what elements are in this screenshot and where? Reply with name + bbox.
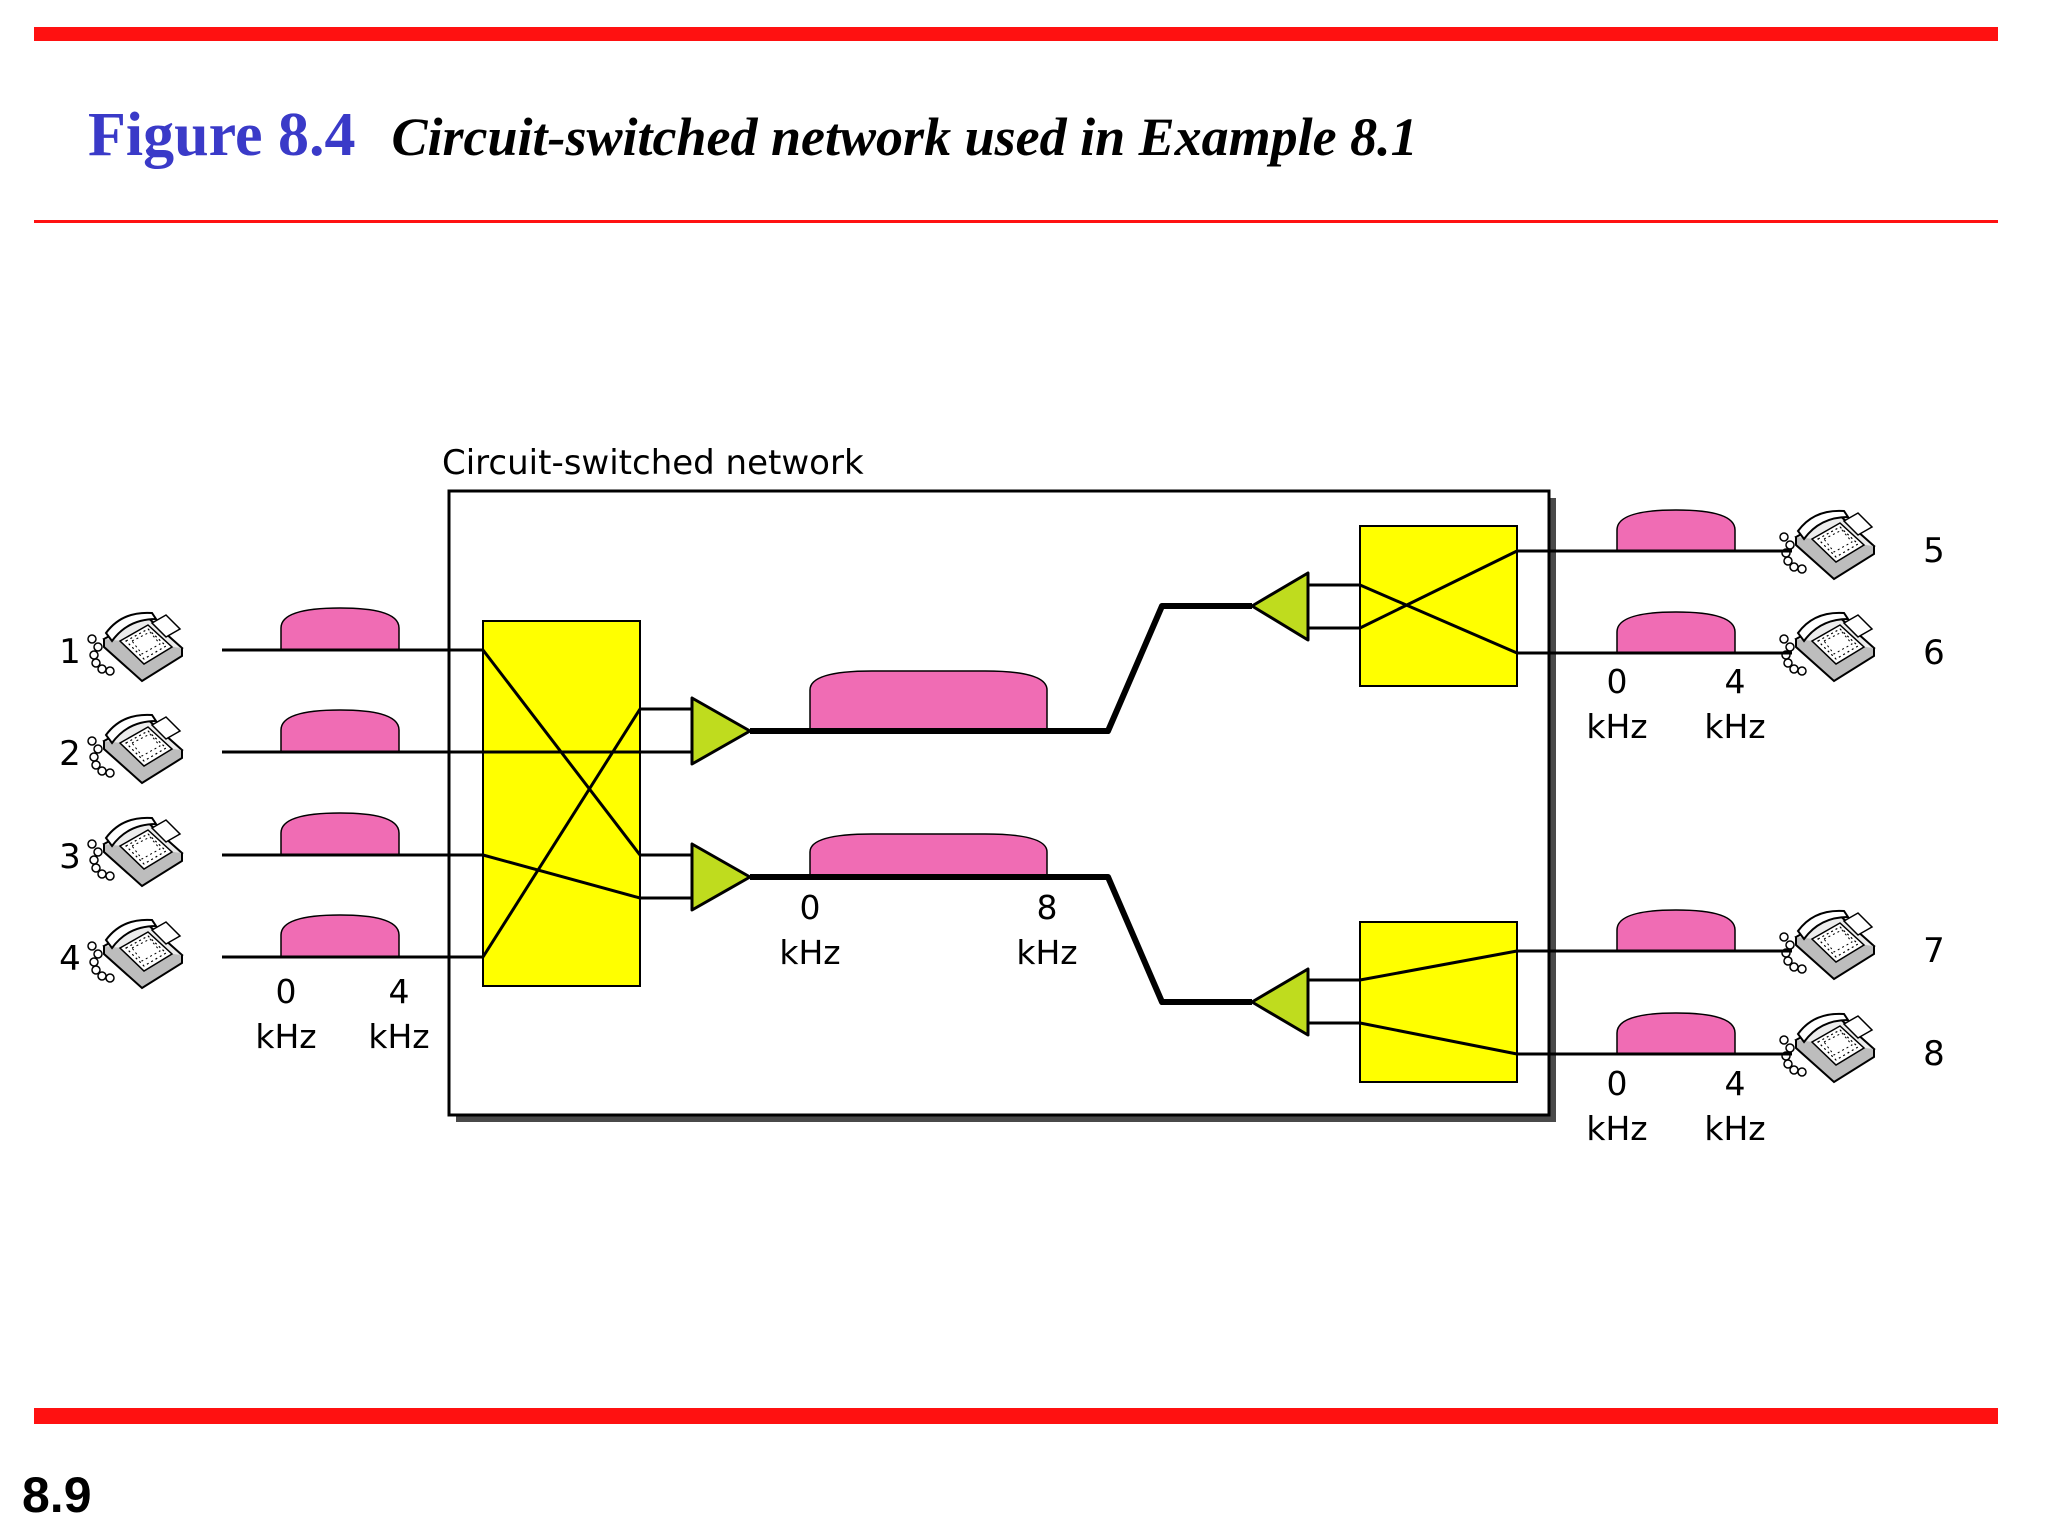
band-value: 8 [1037,888,1058,927]
band-unit: kHz [1586,1109,1647,1148]
title-underline [34,220,1998,223]
telephone-icon [1779,1012,1875,1083]
figure-caption: Circuit-switched network used in Example… [391,107,1418,167]
band-unit: kHz [368,1017,429,1056]
telephone-icon [87,713,183,784]
switch-connection [1359,1021,1518,1056]
telephone-number: 6 [1923,633,1945,673]
spectrum-hump [1616,909,1736,952]
spectrum-hump [280,914,400,958]
switch-connection [1359,583,1518,655]
trunk-spectrum-hump [809,833,1048,878]
right-bottom-switch [1359,921,1518,1083]
telephone-number: 3 [59,837,81,877]
spectrum-hump [280,709,400,753]
trunk-spectrum-hump [809,670,1048,732]
telephone-icon [1779,611,1875,682]
band-unit: kHz [1704,707,1765,746]
bottom-rule [34,1408,1998,1424]
spectrum-hump [280,812,400,856]
band-value: 0 [800,888,821,927]
page-number: 8.9 [22,1467,92,1523]
switch-connection [481,708,642,958]
telephone-number: 4 [59,939,81,979]
network-label: Circuit-switched network [442,443,864,483]
trunk-line [750,603,1252,734]
figure-label: Figure 8.4 [88,101,356,169]
switch-connection [1359,549,1518,630]
spectrum-hump [280,607,400,651]
telephone-icon [87,611,183,682]
multiplexer-triangle [690,842,752,912]
band-value: 4 [389,972,410,1011]
demultiplexer-triangle [1250,571,1310,642]
demultiplexer-triangle [1250,967,1310,1037]
band-unit: kHz [1704,1109,1765,1148]
telephone-icon [1779,909,1875,980]
multiplexer-triangle [690,696,752,766]
telephone-icon [1779,509,1875,580]
band-value: 4 [1725,1064,1746,1103]
band-value: 0 [1607,1064,1628,1103]
band-value: 4 [1725,662,1746,701]
band-unit: kHz [779,933,840,972]
spectrum-hump [1616,1012,1736,1055]
telephone-icon [87,816,183,887]
switch-connection [1359,949,1518,982]
switch-connection [482,853,641,900]
band-value: 0 [1607,662,1628,701]
left-switch [482,620,641,987]
band-value: 0 [276,972,297,1011]
telephone-number: 8 [1923,1034,1945,1074]
telephone-number: 7 [1923,931,1945,971]
spectrum-hump [1616,509,1736,552]
figure-title: Figure 8.4 Circuit-switched network used … [88,100,1418,171]
telephone-number: 2 [59,734,81,774]
band-unit: kHz [255,1017,316,1056]
top-rule [34,27,1998,41]
spectrum-hump [1616,611,1736,654]
telephone-number: 1 [59,632,81,672]
band-unit: kHz [1016,933,1077,972]
right-top-switch [1359,525,1518,687]
telephone-number: 5 [1923,531,1945,571]
trunk-line [750,874,1252,1005]
telephone-icon [87,918,183,989]
band-unit: kHz [1586,707,1647,746]
